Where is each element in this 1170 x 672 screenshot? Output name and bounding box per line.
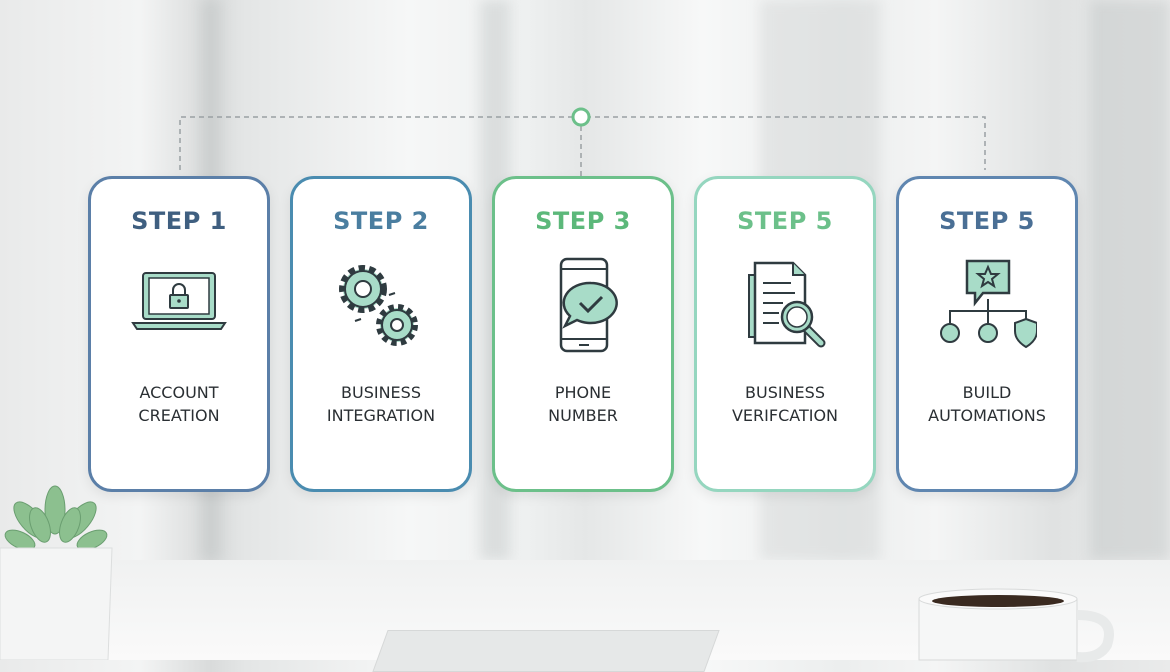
laptop-lock-icon xyxy=(131,272,227,330)
step-title: STEP 2 xyxy=(333,207,429,235)
succulent-plant xyxy=(0,485,113,660)
connector-node xyxy=(571,107,591,127)
step-title: STEP 5 xyxy=(939,207,1035,235)
coffee-cup xyxy=(918,588,1114,663)
connector-lines xyxy=(179,107,986,176)
step-title: STEP 3 xyxy=(535,207,631,235)
phone-check-icon xyxy=(559,257,618,353)
document-search-icon xyxy=(748,261,826,348)
window-frame xyxy=(1090,0,1170,560)
paper-sheet xyxy=(372,630,720,672)
automation-hierarchy-icon xyxy=(940,259,1037,349)
step-title: STEP 1 xyxy=(131,207,227,235)
gears-icon xyxy=(339,265,418,346)
step-title: STEP 5 xyxy=(737,207,833,235)
